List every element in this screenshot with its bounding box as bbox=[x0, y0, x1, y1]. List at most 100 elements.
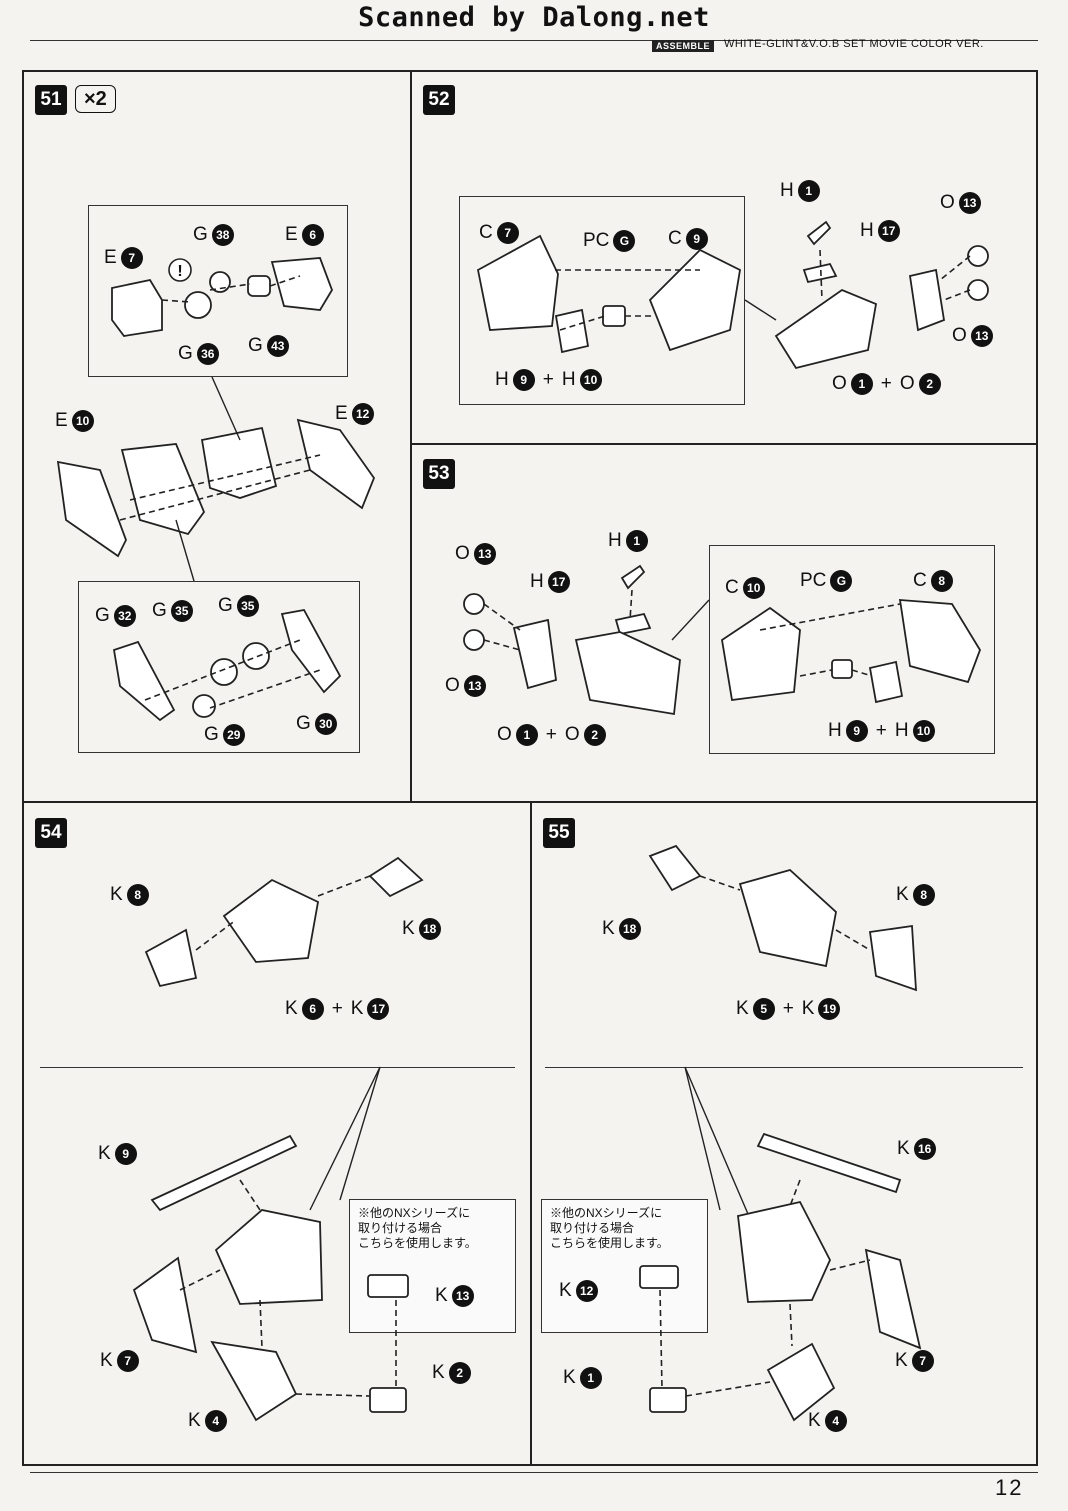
part-k4-55 bbox=[766, 1342, 836, 1422]
part-letter: G bbox=[296, 713, 311, 734]
part-letter: K bbox=[897, 1138, 910, 1159]
part-h1-53 bbox=[620, 564, 646, 590]
part-k4-54 bbox=[210, 1340, 298, 1422]
part-k12-55 bbox=[639, 1265, 679, 1289]
part-number-badge: 35 bbox=[236, 595, 259, 617]
part-number-badge: 7 bbox=[496, 222, 519, 244]
part-number-badge: 18 bbox=[618, 918, 641, 940]
part-number-badge: 1 bbox=[579, 1367, 602, 1389]
part-k5-k19-55 bbox=[738, 868, 837, 968]
part-e7 bbox=[111, 278, 163, 337]
part-letter: C bbox=[479, 222, 493, 243]
part-number-badge: 4 bbox=[204, 1410, 227, 1432]
part-number-badge: 1 bbox=[797, 180, 820, 202]
part-arm-shell-53 bbox=[574, 631, 681, 716]
part-c8 bbox=[898, 599, 981, 684]
part-letter: K bbox=[896, 884, 909, 905]
quantity-multiplier: ×2 bbox=[75, 85, 116, 113]
step-55-panel bbox=[530, 801, 1038, 1466]
part-number-badge: 17 bbox=[547, 571, 570, 593]
part-h9-h10-53 bbox=[868, 660, 904, 704]
part-o13a-53 bbox=[463, 593, 485, 615]
step-number-54: 54 bbox=[35, 818, 67, 848]
part-letter: H bbox=[860, 220, 874, 241]
plus-sign: + bbox=[331, 998, 343, 1019]
part-letter: K bbox=[602, 918, 615, 939]
part-o1-o2 bbox=[908, 268, 946, 332]
part-letter: K bbox=[110, 884, 123, 905]
part-e10 bbox=[56, 460, 127, 558]
part-letter: K bbox=[435, 1285, 448, 1306]
part-number-badge: 7 bbox=[120, 247, 143, 269]
part-letter: O bbox=[455, 543, 470, 564]
part-letter: E bbox=[104, 247, 117, 268]
part-h17 bbox=[802, 262, 838, 284]
part-shin-core bbox=[120, 443, 206, 536]
part-k8-54 bbox=[144, 928, 198, 988]
part-number-badge: 29 bbox=[222, 724, 245, 746]
part-k18-55 bbox=[648, 844, 702, 892]
part-number-badge: 13 bbox=[958, 192, 981, 214]
part-number-badge: 9 bbox=[845, 720, 868, 742]
part-pcg bbox=[602, 305, 626, 327]
footer-rule bbox=[30, 1472, 1038, 1473]
plus-sign: + bbox=[542, 369, 554, 390]
series-title: WHITE-GLINT&V.O.B SET MOVIE COLOR VER. bbox=[724, 38, 984, 50]
part-letter: C bbox=[725, 577, 739, 598]
part-number-badge: 13 bbox=[970, 325, 993, 347]
part-letter: G bbox=[218, 595, 233, 616]
part-number-badge: 9 bbox=[114, 1143, 137, 1165]
step-54-note: ※他のNXシリーズに 取り付ける場合 こちらを使用します。 bbox=[349, 1199, 516, 1333]
part-number-badge: 10 bbox=[71, 410, 94, 432]
part-number-badge: 2 bbox=[918, 373, 941, 395]
page-number: 12 bbox=[995, 1475, 1024, 1500]
part-number-badge: 6 bbox=[301, 224, 324, 246]
part-letter: G bbox=[204, 724, 219, 745]
step-number-53: 53 bbox=[423, 459, 455, 489]
part-number-badge: 2 bbox=[448, 1362, 471, 1384]
part-e-box bbox=[200, 426, 278, 499]
part-number-badge: 1 bbox=[625, 530, 648, 552]
step-54-divider bbox=[40, 1067, 515, 1068]
part-letter: E bbox=[55, 410, 68, 431]
part-number-badge: 13 bbox=[473, 543, 496, 565]
part-letter: K bbox=[895, 1350, 908, 1371]
part-number-badge: 2 bbox=[583, 724, 606, 746]
part-letter: K bbox=[350, 998, 364, 1019]
part-number-badge: 5 bbox=[752, 998, 775, 1020]
part-number-badge: 43 bbox=[266, 335, 289, 357]
part-h1 bbox=[806, 220, 832, 246]
part-number-badge: 36 bbox=[196, 343, 219, 365]
part-c9 bbox=[648, 248, 741, 352]
exclamation-icon: ! bbox=[168, 258, 192, 282]
part-letter: O bbox=[564, 724, 580, 745]
part-letter: G bbox=[178, 343, 193, 364]
svg-text:!: ! bbox=[177, 263, 182, 280]
part-letter: H bbox=[894, 720, 909, 741]
part-letter: G bbox=[95, 605, 110, 626]
part-number-badge: G bbox=[830, 570, 853, 592]
part-o1-o2-53 bbox=[512, 618, 557, 690]
part-letter: K bbox=[559, 1280, 572, 1301]
part-e12 bbox=[296, 418, 376, 510]
part-g35a bbox=[210, 658, 238, 686]
